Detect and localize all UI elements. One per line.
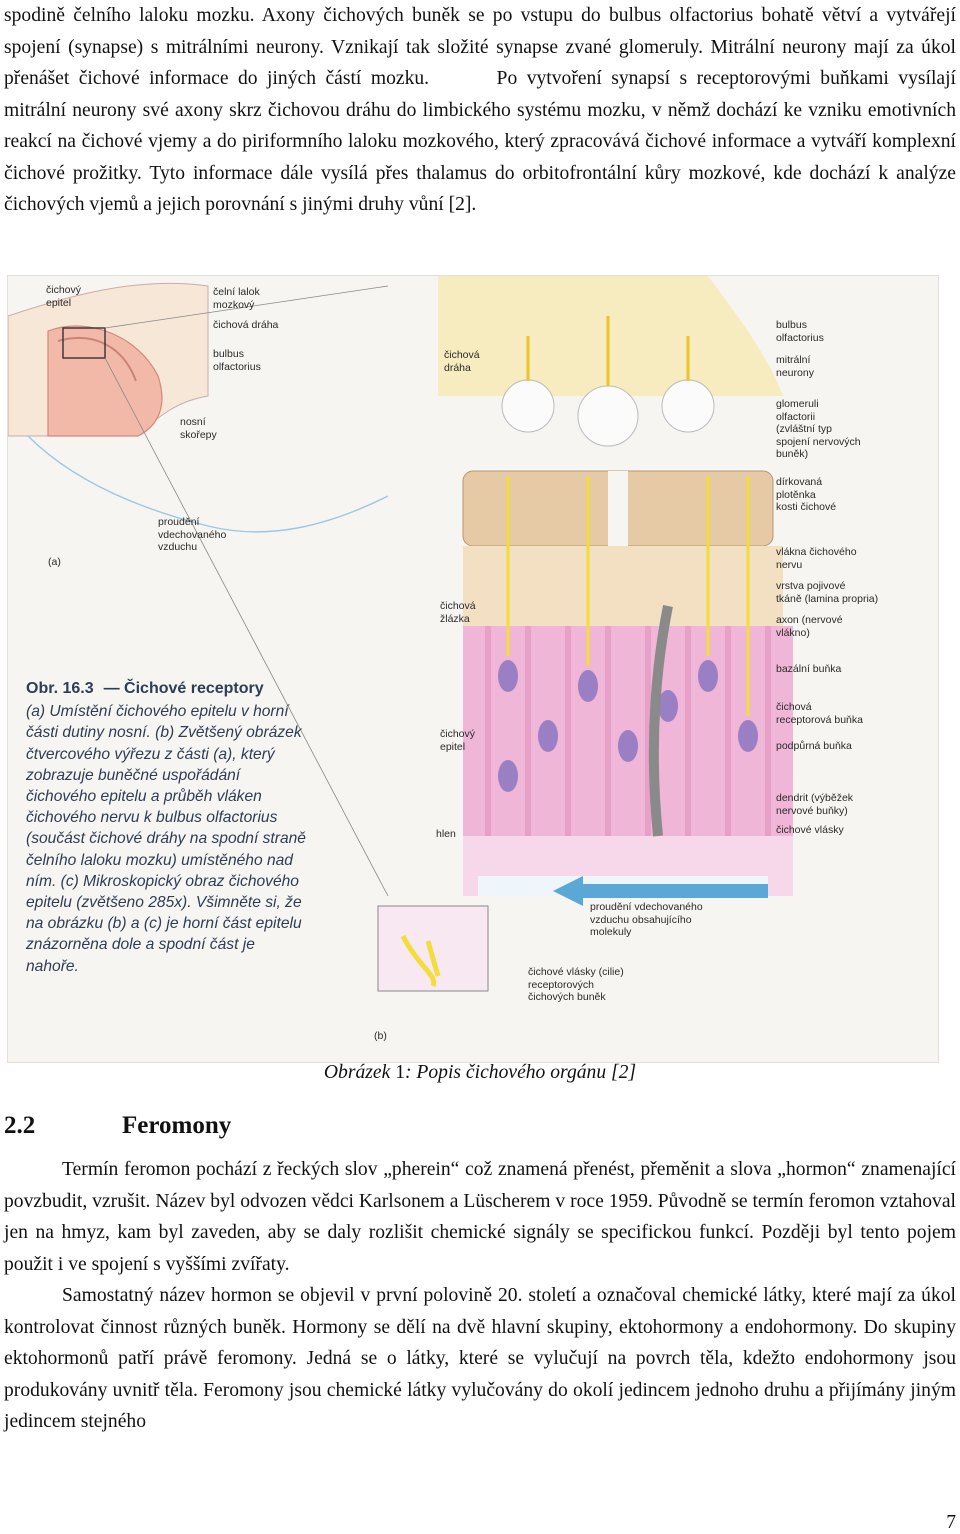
label-olfactory-bulb-a: bulbus olfactorius [213,348,261,373]
section-title: Feromony [122,1112,232,1139]
label-glomeruli: glomeruli olfactorii (zvláštní typ spoje… [776,398,861,460]
label-basal-cell: bazální buňka [776,663,842,675]
inset-caption-body: (a) Umístění čichového epitelu v horní č… [26,703,306,975]
olfactory-bulb-drawing [377,276,793,992]
figure-caption-text: : Popis čichového orgánu [2] [404,1062,637,1083]
figure-caption-number: 1 [395,1062,405,1083]
label-frontal-lobe: čelní lalok mozkový [213,286,260,311]
figure-illustration [8,276,793,992]
intro-paragraph-1: spodině čelního laloku mozku. Axony čich… [4,0,956,221]
figure-caption-prefix: Obrázek [323,1062,396,1083]
label-nasal-conchae: nosní skořepy [180,416,217,441]
intro-paragraph-2: Po vytvoření synapsí s receptorovými buň… [4,68,956,215]
inset-caption-heading: — Čichové receptory [103,680,264,697]
label-airflow-with-molecules: proudění vdechovaného vzduchu obsahující… [590,901,703,938]
label-supporting-cell: podpůrná buňka [776,740,852,752]
figure-inset-caption: Obr. 16.3 — Čichové receptory (a) Umístěn… [26,678,306,977]
label-olfactory-bulb-b: bulbus olfactorius [776,319,824,344]
text-line: spodině čelního laloku mozku. Axony čich… [4,5,814,26]
label-olfactory-hairs: čichové vlásky [776,824,844,836]
section-number: 2.2 [4,1112,36,1139]
inset-caption-title: Obr. 16.3 — Čichové receptory [26,678,306,699]
label-olfactory-epithelium-a: čichový epitel [46,284,82,309]
label-cribriform-plate: dírkovaná plotěnka kosti čichové [776,476,837,513]
head-section-drawing [8,282,389,897]
label-mitral-neurons: mitrální neurony [776,354,814,379]
label-lamina-propria: vrstva pojivové tkáně (lamina propria) [776,580,879,605]
label-dendrite: dendrit (výběžek nervové buňky) [776,792,854,817]
label-panel-b: (b) [374,1030,387,1042]
figure-olfactory-organ: Obr. 16.3 — Čichové receptory (a) Umístěn… [7,275,939,1063]
label-mucus: hlen [436,828,456,840]
label-cilia: čichové vlásky (cilie) receptorových čic… [528,966,624,1003]
pheromone-paragraph-1: Termín feromon pochází z řeckých slov „p… [4,1159,956,1275]
label-inhaled-airflow: proudění vdechovaného vzduchu [158,516,227,553]
section-heading: 2.2 Feromony [4,1112,231,1140]
label-panel-a: (a) [48,556,61,568]
label-olfactory-epithelium-b: čichový epitel [440,728,476,753]
label-olfactory-tract-b: čichová dráha [444,349,480,374]
label-olfactory-gland: čichová žlázka [440,600,476,625]
page-number: 7 [946,1512,956,1533]
label-axon: axon (nervové vlákno) [776,614,843,639]
figure-caption: Obrázek 1: Popis čichového orgánu [2] [0,1062,960,1084]
inset-caption-number: Obr. 16.3 [26,680,94,697]
label-olfactory-tract-a: čichová dráha [213,319,279,331]
text-line: větví a vytvářejí spojení (synapse) s mi… [4,5,956,58]
label-olfactory-nerve-fibers: vlákna čichového nervu [776,546,857,571]
text-line: glomeruly. Mitrální neurony mají za úkol… [4,36,956,90]
pheromone-paragraph-2: Samostatný název hormon se objevil v prv… [4,1285,956,1432]
label-receptor-cell: čichová receptorová buňka [776,701,863,726]
